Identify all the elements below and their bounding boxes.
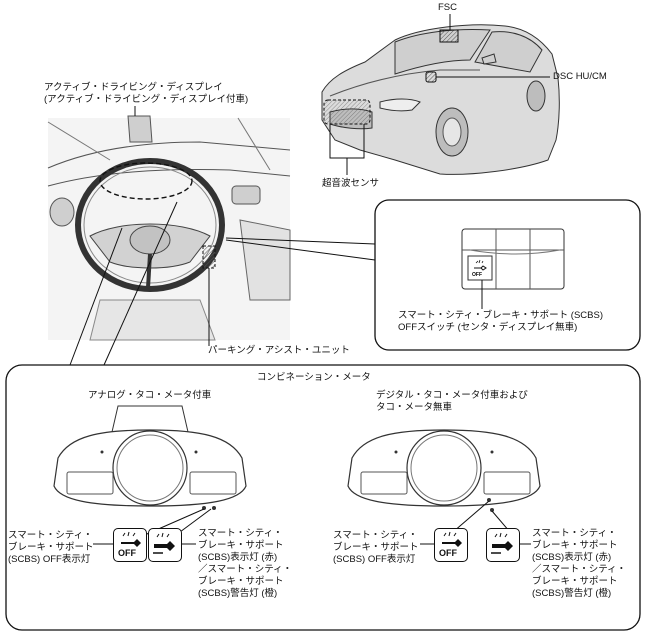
cockpit-illustration xyxy=(47,115,291,341)
car-windshield xyxy=(394,29,491,75)
scbs-off-lamp-icon-left: OFF xyxy=(113,528,147,562)
svg-text:OFF: OFF xyxy=(472,272,482,278)
steering-wheel xyxy=(75,158,225,292)
off-text: OFF xyxy=(439,548,457,558)
dsc-unit-marker xyxy=(425,71,437,83)
right-warning-lamp-label: スマート・シティ・ ブレーキ・サポート (SCBS)表示灯 (赤) ／スマート・… xyxy=(532,528,627,599)
scbs-warning-lamp-icon-right xyxy=(486,528,520,562)
parking-assist-marker xyxy=(202,245,216,269)
car-illustration xyxy=(321,24,560,175)
parking-assist-label: パーキング・アシスト・ユニット xyxy=(208,345,350,356)
hud-unit xyxy=(127,115,153,143)
dsc-label: DSC HU/CM xyxy=(553,71,607,82)
ultrasonic-sensor-marker xyxy=(323,99,371,125)
scbs-off-lamp-icon-right: OFF xyxy=(434,528,468,562)
left-off-lamp-label: スマート・シティ・ ブレーキ・サポート (SCBS) OFF表示灯 xyxy=(8,530,94,565)
scbs-warning-lamp-icon-left xyxy=(148,528,182,562)
scbs-off-switch-label: スマート・シティ・ブレーキ・サポート (SCBS) OFFスイッチ (センタ・デ… xyxy=(398,310,603,333)
left-warning-lamp-label: スマート・シティ・ ブレーキ・サポート (SCBS)表示灯 (赤) ／スマート・… xyxy=(198,528,293,599)
analog-meter-cluster xyxy=(53,405,247,545)
digital-meter-cluster xyxy=(347,429,541,545)
ultrasonic-sensor-label: 超音波センサ xyxy=(322,178,380,189)
off-text: OFF xyxy=(118,548,136,558)
right-off-lamp-label: スマート・シティ・ ブレーキ・サポート (SCBS) OFF表示灯 xyxy=(333,530,419,565)
analog-meter-heading: アナログ・タコ・メータ付車 xyxy=(88,390,212,401)
digital-meter-heading: デジタル・タコ・メータ付車および タコ・メータ無車 xyxy=(376,390,528,413)
fsc-label: FSC xyxy=(438,2,457,13)
active-display-marker xyxy=(99,162,193,200)
active-driving-display-label: アクティブ・ドライビング・ディスプレイ (アクティブ・ドライビング・ディスプレイ… xyxy=(44,82,249,105)
fsc-camera-marker xyxy=(439,29,459,43)
scbs-off-switch-icon: OFF xyxy=(470,258,490,278)
rear-wheel xyxy=(526,80,546,112)
meter-panel-title: コンビネーション・メータ xyxy=(257,372,371,383)
